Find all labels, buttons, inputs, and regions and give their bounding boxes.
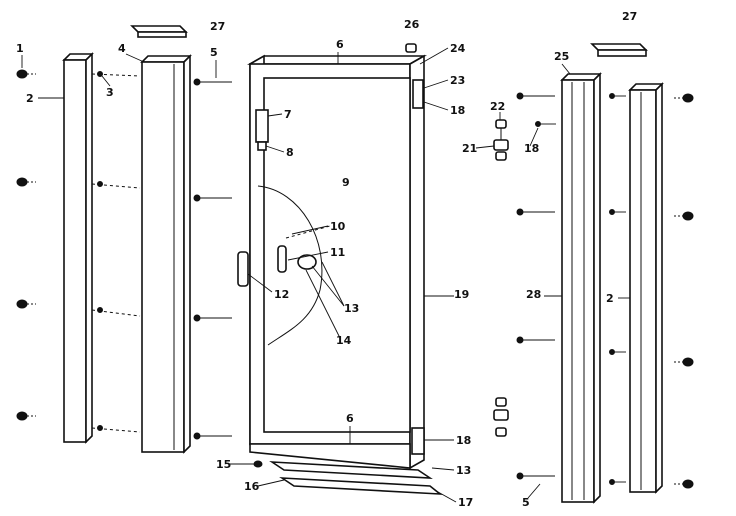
wall-jamb-right [628, 82, 664, 494]
callout-27-left: 27 [210, 20, 225, 33]
bottom-sweep [269, 461, 443, 495]
top-cap-right [590, 43, 648, 57]
callout-22: 22 [490, 100, 505, 113]
top-cap-left [130, 25, 188, 38]
callout-26: 26 [404, 18, 420, 31]
callout-5-top: 5 [210, 46, 218, 59]
callout-14: 14 [336, 334, 352, 347]
callout-21: 21 [462, 142, 477, 155]
guide-assembly-top [493, 119, 509, 161]
callout-15: 15 [216, 458, 231, 471]
callout-2-left: 2 [26, 92, 34, 105]
callout-18-guide: 18 [524, 142, 539, 155]
guide-screw-18 [535, 121, 556, 127]
callout-19: 19 [454, 288, 469, 301]
callout-9: 9 [342, 176, 350, 189]
middle-screws-right [609, 93, 626, 485]
pivot-pin-top [405, 43, 417, 53]
callout-11: 11 [330, 246, 345, 259]
hinge-rail [140, 54, 192, 454]
wall-screws-right [674, 93, 694, 489]
long-screws-right [516, 92, 555, 480]
strike-jamb [560, 72, 602, 504]
door-frame [237, 54, 428, 470]
callout-28: 28 [526, 288, 541, 301]
leader-lines [21, 47, 630, 503]
wall-screws-left [16, 69, 36, 421]
long-screws-left [193, 78, 232, 440]
callout-13-mid: 13 [344, 302, 359, 315]
callout-1: 1 [16, 42, 24, 55]
callout-18-bottom: 18 [456, 434, 471, 447]
wall-jamb-left [62, 52, 94, 444]
callout-2-right: 2 [606, 292, 614, 305]
sweep-screw [253, 460, 263, 468]
callout-12: 12 [274, 288, 289, 301]
callout-23: 23 [450, 74, 465, 87]
callout-4: 4 [118, 42, 126, 55]
callout-27-right: 27 [622, 10, 637, 23]
callout-5-bottom: 5 [522, 496, 530, 509]
callout-6-bottom: 6 [346, 412, 354, 425]
callout-16: 16 [244, 480, 260, 493]
callout-10: 10 [330, 220, 346, 233]
callout-7: 7 [284, 108, 292, 121]
callout-13-bottom: 13 [456, 464, 471, 477]
callout-18-top: 18 [450, 104, 465, 117]
callout-3: 3 [106, 86, 114, 99]
callout-25: 25 [554, 50, 569, 63]
guide-assembly-bottom [493, 397, 509, 437]
callout-8: 8 [286, 146, 294, 159]
callout-24: 24 [450, 42, 466, 55]
callout-labels: 1 2 3 4 5 6 7 8 9 10 11 12 13 14 15 16 1… [16, 10, 637, 509]
callout-17: 17 [458, 496, 473, 509]
callout-6-top: 6 [336, 38, 344, 51]
rail-screws-left [91, 71, 141, 433]
